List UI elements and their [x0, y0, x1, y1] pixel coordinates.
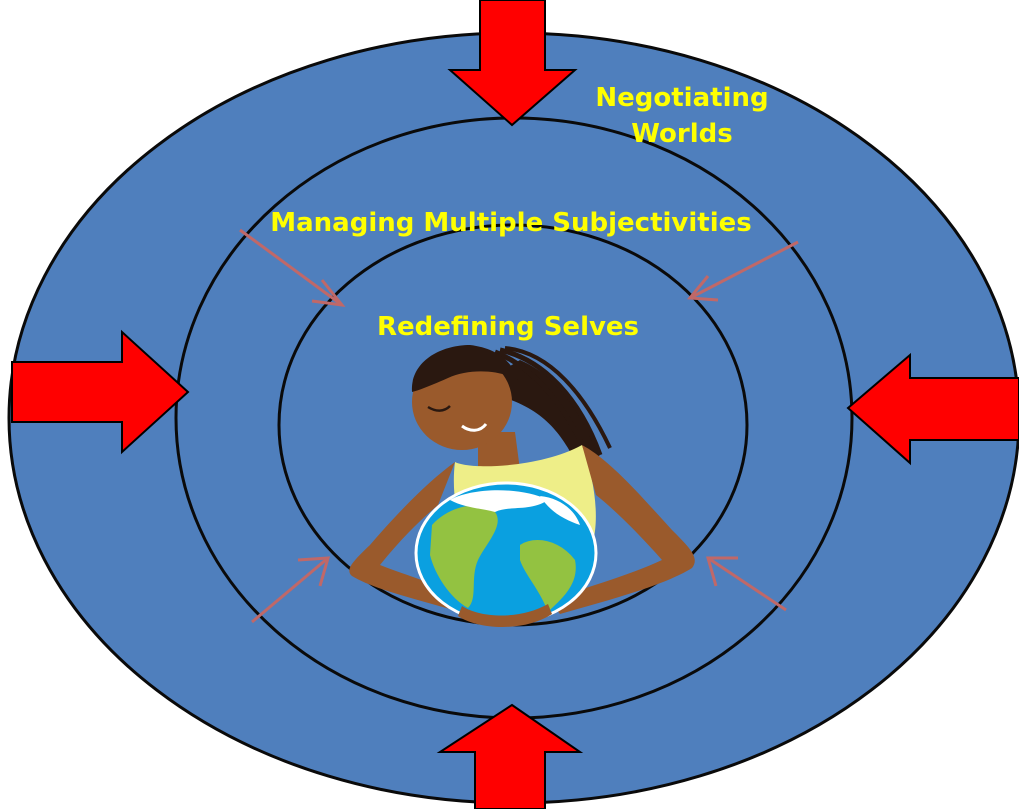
arrow-lower-left [251, 556, 331, 624]
middle-ring-label: Managing Multiple Subjectivities [270, 208, 751, 238]
outer-ring-label-line2: Worlds [631, 119, 732, 149]
arrow-left [11, 329, 190, 455]
arrow-right [846, 352, 1019, 466]
woman-with-globe-icon [349, 345, 695, 627]
arrow-upper-right [687, 240, 799, 302]
arrow-bottom [436, 703, 584, 809]
arrow-top [447, 0, 578, 127]
inner-ring-label: Redefining Selves [377, 312, 639, 342]
arrow-lower-right [706, 556, 787, 612]
outer-ring-label-line1: Negotiating [595, 83, 768, 113]
arrow-upper-left [239, 228, 346, 307]
